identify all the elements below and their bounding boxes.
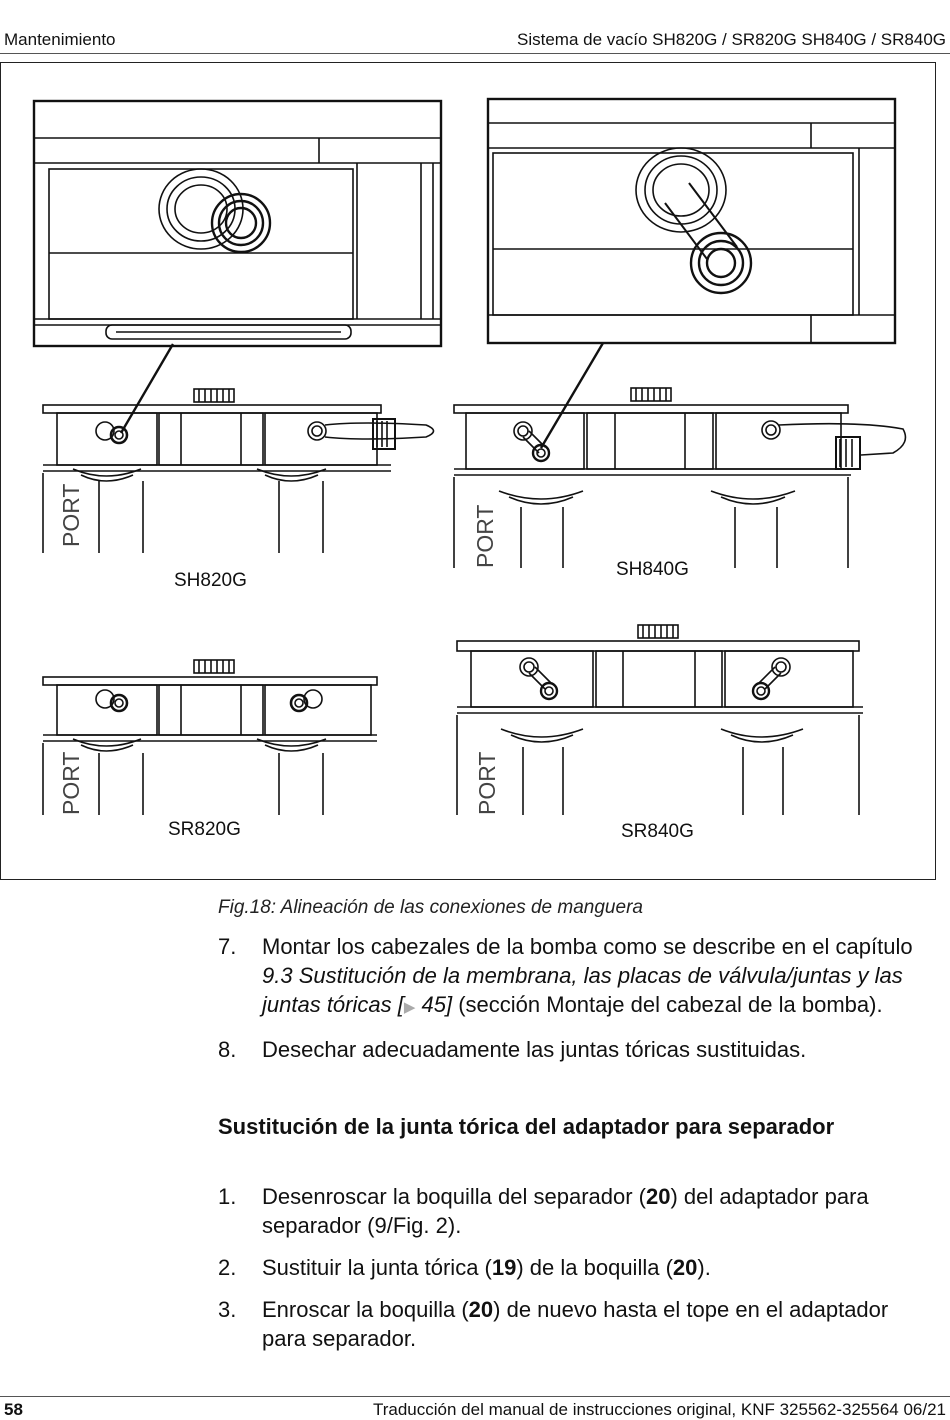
figure-caption: Fig.18: Alineación de las conexiones de … <box>218 897 643 918</box>
arrow-right-icon: ▶ <box>403 999 416 1016</box>
port-label-sr820g: PORT <box>58 752 84 815</box>
leader-line-sh840g <box>539 342 605 449</box>
footer-rule <box>0 1396 950 1397</box>
header-rule <box>0 53 950 54</box>
label-sh840g: SH840G <box>616 559 689 580</box>
label-sr840g: SR840G <box>621 821 694 842</box>
footer-text: Traducción del manual de instrucciones o… <box>372 1400 946 1419</box>
list-item: 2. Sustituir la junta tórica (19) de la … <box>218 1255 711 1280</box>
pump-sh820g: PORT <box>42 388 435 553</box>
detail-inset-sh820g <box>32 99 443 348</box>
list-item: 1. Desenroscar la boquilla del separador… <box>218 1184 869 1238</box>
label-sh820g: SH820G <box>174 570 247 591</box>
leader-line-sh820g <box>119 343 175 434</box>
steps-list-a: 7. Montar los cabezales de la bomba como… <box>218 932 938 1064</box>
list-item: 8. Desechar adecuadamente las juntas tór… <box>218 1037 807 1062</box>
pump-sh840g: PORT <box>453 387 907 568</box>
steps-list-b: 1. Desenroscar la boquilla del separador… <box>218 1182 938 1353</box>
hose-alignment-figure: PORT <box>0 62 936 880</box>
list-item: 7. Montar los cabezales de la bomba como… <box>218 934 913 1017</box>
port-label-sh820g: PORT <box>58 484 84 547</box>
header-product: Sistema de vacío SH820G / SR820G SH840G … <box>517 30 946 49</box>
section-heading: Sustitución de la junta tórica del adapt… <box>218 1114 835 1139</box>
pump-sr820g: PORT <box>42 659 378 815</box>
label-sr820g: SR820G <box>168 819 241 840</box>
list-item: 3. Enroscar la boquilla (20) de nuevo ha… <box>218 1297 889 1351</box>
chapter-reference-link[interactable]: 9.3 Sustitución de la membrana, las plac… <box>262 963 903 1017</box>
detail-inset-sh840g <box>486 97 897 345</box>
pump-sr840g: PORT <box>456 624 863 815</box>
header-section: Mantenimiento <box>4 30 116 49</box>
port-label-sh840g: PORT <box>472 505 498 568</box>
port-label-sr840g: PORT <box>474 752 500 815</box>
page-number: 58 <box>4 1400 23 1419</box>
